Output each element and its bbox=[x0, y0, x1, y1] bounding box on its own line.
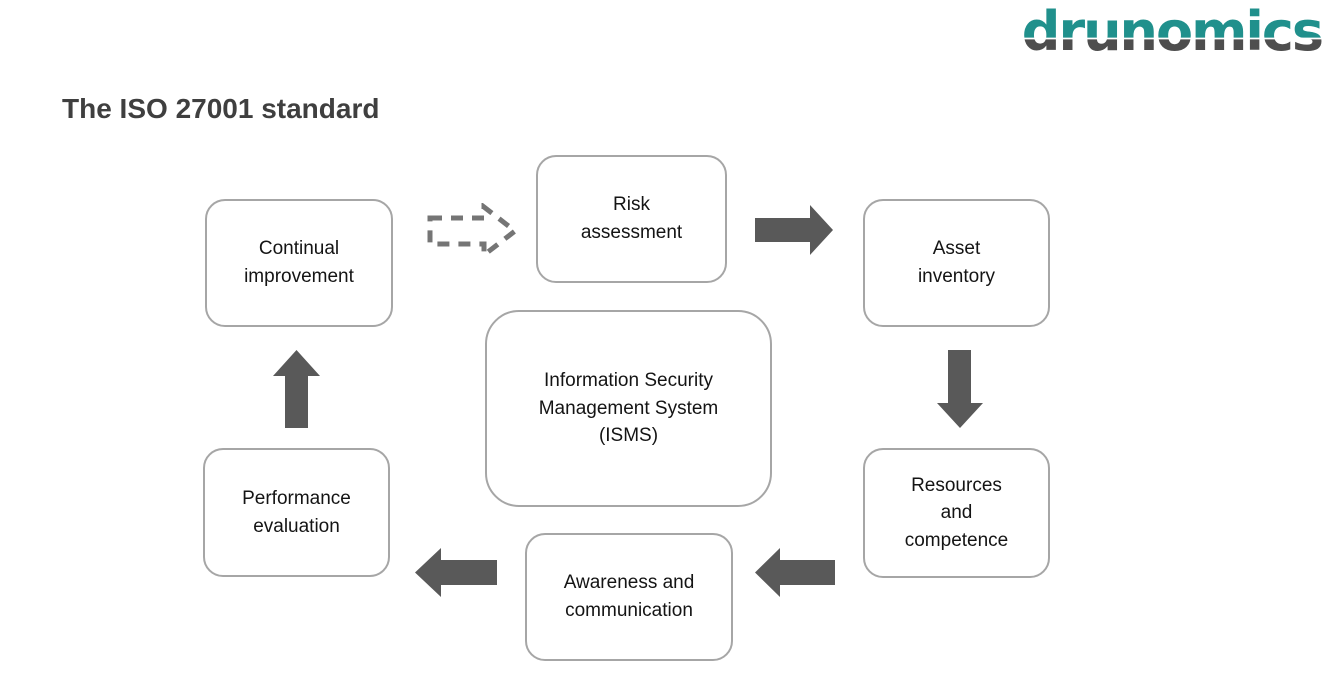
arrow-asset-to-resources-icon bbox=[937, 350, 983, 428]
node-risk-assessment: Risk assessment bbox=[536, 155, 727, 283]
arrow-performance-to-continual-icon bbox=[273, 350, 320, 428]
drunomics-logo: drunomics drunomics bbox=[992, 2, 1322, 68]
arrow-resources-to-awareness-icon bbox=[755, 548, 835, 597]
arrow-risk-to-asset-icon bbox=[755, 205, 833, 255]
dashed-arrow-continual-to-risk-icon bbox=[427, 203, 518, 259]
logo-text-bottom: drunomics bbox=[1021, 0, 1322, 63]
node-awareness-and-communication: Awareness and communication bbox=[525, 533, 733, 661]
node-performance-evaluation: Performance evaluation bbox=[203, 448, 390, 577]
node-resources-and-competence: Resources and competence bbox=[863, 448, 1050, 578]
arrow-awareness-to-performance-icon bbox=[415, 548, 497, 597]
node-asset-inventory: Asset inventory bbox=[863, 199, 1050, 327]
page-title: The ISO 27001 standard bbox=[62, 93, 380, 124]
node-isms-center: Information Security Management System (… bbox=[485, 310, 772, 507]
node-continual-improvement: Continual improvement bbox=[205, 199, 393, 327]
logo-text-top: drunomics bbox=[1021, 0, 1322, 63]
